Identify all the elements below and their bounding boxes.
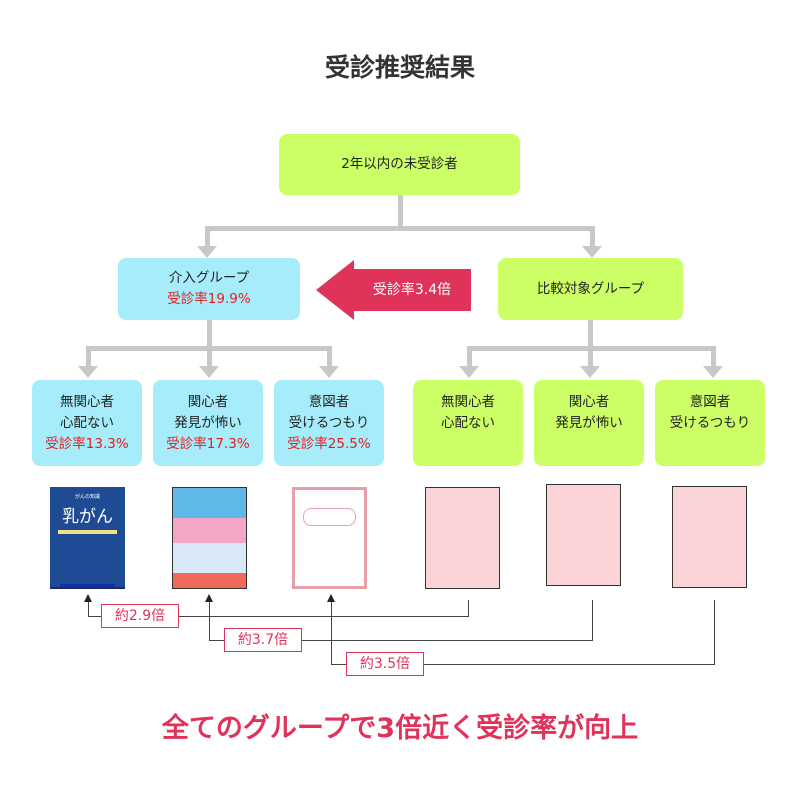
comparison-group-box: 比較対象グループ (498, 258, 683, 320)
brochure-comparison-1 (425, 487, 500, 589)
arrow-up-icon (205, 594, 213, 602)
brochure-title: 乳がん (62, 507, 113, 527)
arrow-down-icon (197, 246, 217, 258)
intervention-subgroup-uninterested: 無関心者 心配ない 受診率13.3% (32, 380, 142, 466)
connector (468, 600, 469, 617)
comparison-subgroup-intending: 意図者 受けるつもり (655, 380, 765, 466)
subgroup-rate: 受診率13.3% (45, 435, 129, 452)
connector (209, 640, 593, 641)
comparison-subgroup-uninterested: 無関心者 心配ない (413, 380, 523, 466)
comparison-label: 比較対象グループ (536, 280, 645, 297)
connector (331, 664, 715, 665)
arrow-down-icon (319, 366, 339, 378)
subgroup-label: 無関心者 (441, 394, 495, 410)
intervention-group-box: 介入グループ 受診率19.9% (118, 258, 300, 320)
arrow-down-icon (582, 246, 602, 258)
connector (588, 346, 593, 368)
connector (331, 600, 332, 665)
connector (711, 346, 716, 368)
connector (207, 320, 212, 350)
subgroup-label: 意図者 (689, 394, 731, 410)
subgroup-desc: 心配ない (60, 414, 114, 431)
connector (205, 226, 595, 231)
subgroup-rate: 受診率25.5% (287, 435, 371, 452)
connector (207, 346, 212, 368)
subgroup-desc: 心配ない (441, 415, 495, 431)
connector (205, 226, 210, 248)
root-label: 2年以内の未受診者 (341, 156, 458, 172)
connector (588, 320, 593, 350)
connector (88, 600, 89, 617)
subgroup-desc: 発見が怖い (555, 415, 623, 431)
arrow-down-icon (580, 366, 600, 378)
ratio-label-interested: 約3.7倍 (224, 628, 302, 652)
page-title: 受診推奨結果 (324, 53, 475, 82)
intervention-label: 介入グループ (168, 270, 250, 286)
left-arrow-icon (316, 260, 471, 320)
arrow-up-icon (84, 594, 92, 602)
brochure-comparison-3 (672, 486, 747, 588)
connector (590, 226, 595, 248)
connector (714, 600, 715, 665)
subgroup-desc: 受けるつもり (669, 415, 751, 431)
root-box: 2年以内の未受診者 (279, 134, 520, 195)
ratio-label-uninterested: 約2.9倍 (101, 604, 179, 628)
brochure-comparison-2 (546, 484, 621, 586)
subgroup-label: 無関心者 (60, 393, 114, 410)
subgroup-rate: 受診率17.3% (166, 435, 250, 452)
arrow-down-icon (199, 366, 219, 378)
subgroup-desc: 発見が怖い (174, 414, 242, 431)
connector (88, 616, 469, 617)
subgroup-label: 意図者 (308, 393, 350, 410)
connector (327, 346, 332, 368)
arrow-down-icon (703, 366, 723, 378)
connector (398, 195, 403, 230)
connector (592, 600, 593, 641)
comparison-subgroup-interested: 関心者 発見が怖い (534, 380, 644, 466)
arrow-down-icon (459, 366, 479, 378)
brochure-pink-ribbon (292, 487, 367, 589)
arrow-down-icon (78, 366, 98, 378)
brochure-breast-cancer: がんの知識 乳がん (50, 487, 125, 589)
connector (209, 600, 210, 641)
intervention-subgroup-intending: 意図者 受けるつもり 受診率25.5% (274, 380, 384, 466)
subgroup-desc: 受けるつもり (288, 414, 370, 431)
subgroup-label: 関心者 (568, 394, 610, 410)
conclusion-text: 全てのグループで3倍近く受診率が向上 (161, 713, 639, 744)
arrow-up-icon (327, 594, 335, 602)
connector (467, 346, 472, 368)
ratio-label-intending: 約3.5倍 (346, 652, 424, 676)
intervention-subgroup-interested: 関心者 発見が怖い 受診率17.3% (153, 380, 263, 466)
connector (86, 346, 91, 368)
intervention-rate: 受診率19.9% (167, 291, 251, 307)
arrow-label: 受診率3.4倍 (372, 282, 452, 298)
subgroup-label: 関心者 (187, 393, 229, 410)
brochure-illustrated (172, 487, 247, 589)
brochure-subtitle: がんの知識 (74, 494, 100, 500)
